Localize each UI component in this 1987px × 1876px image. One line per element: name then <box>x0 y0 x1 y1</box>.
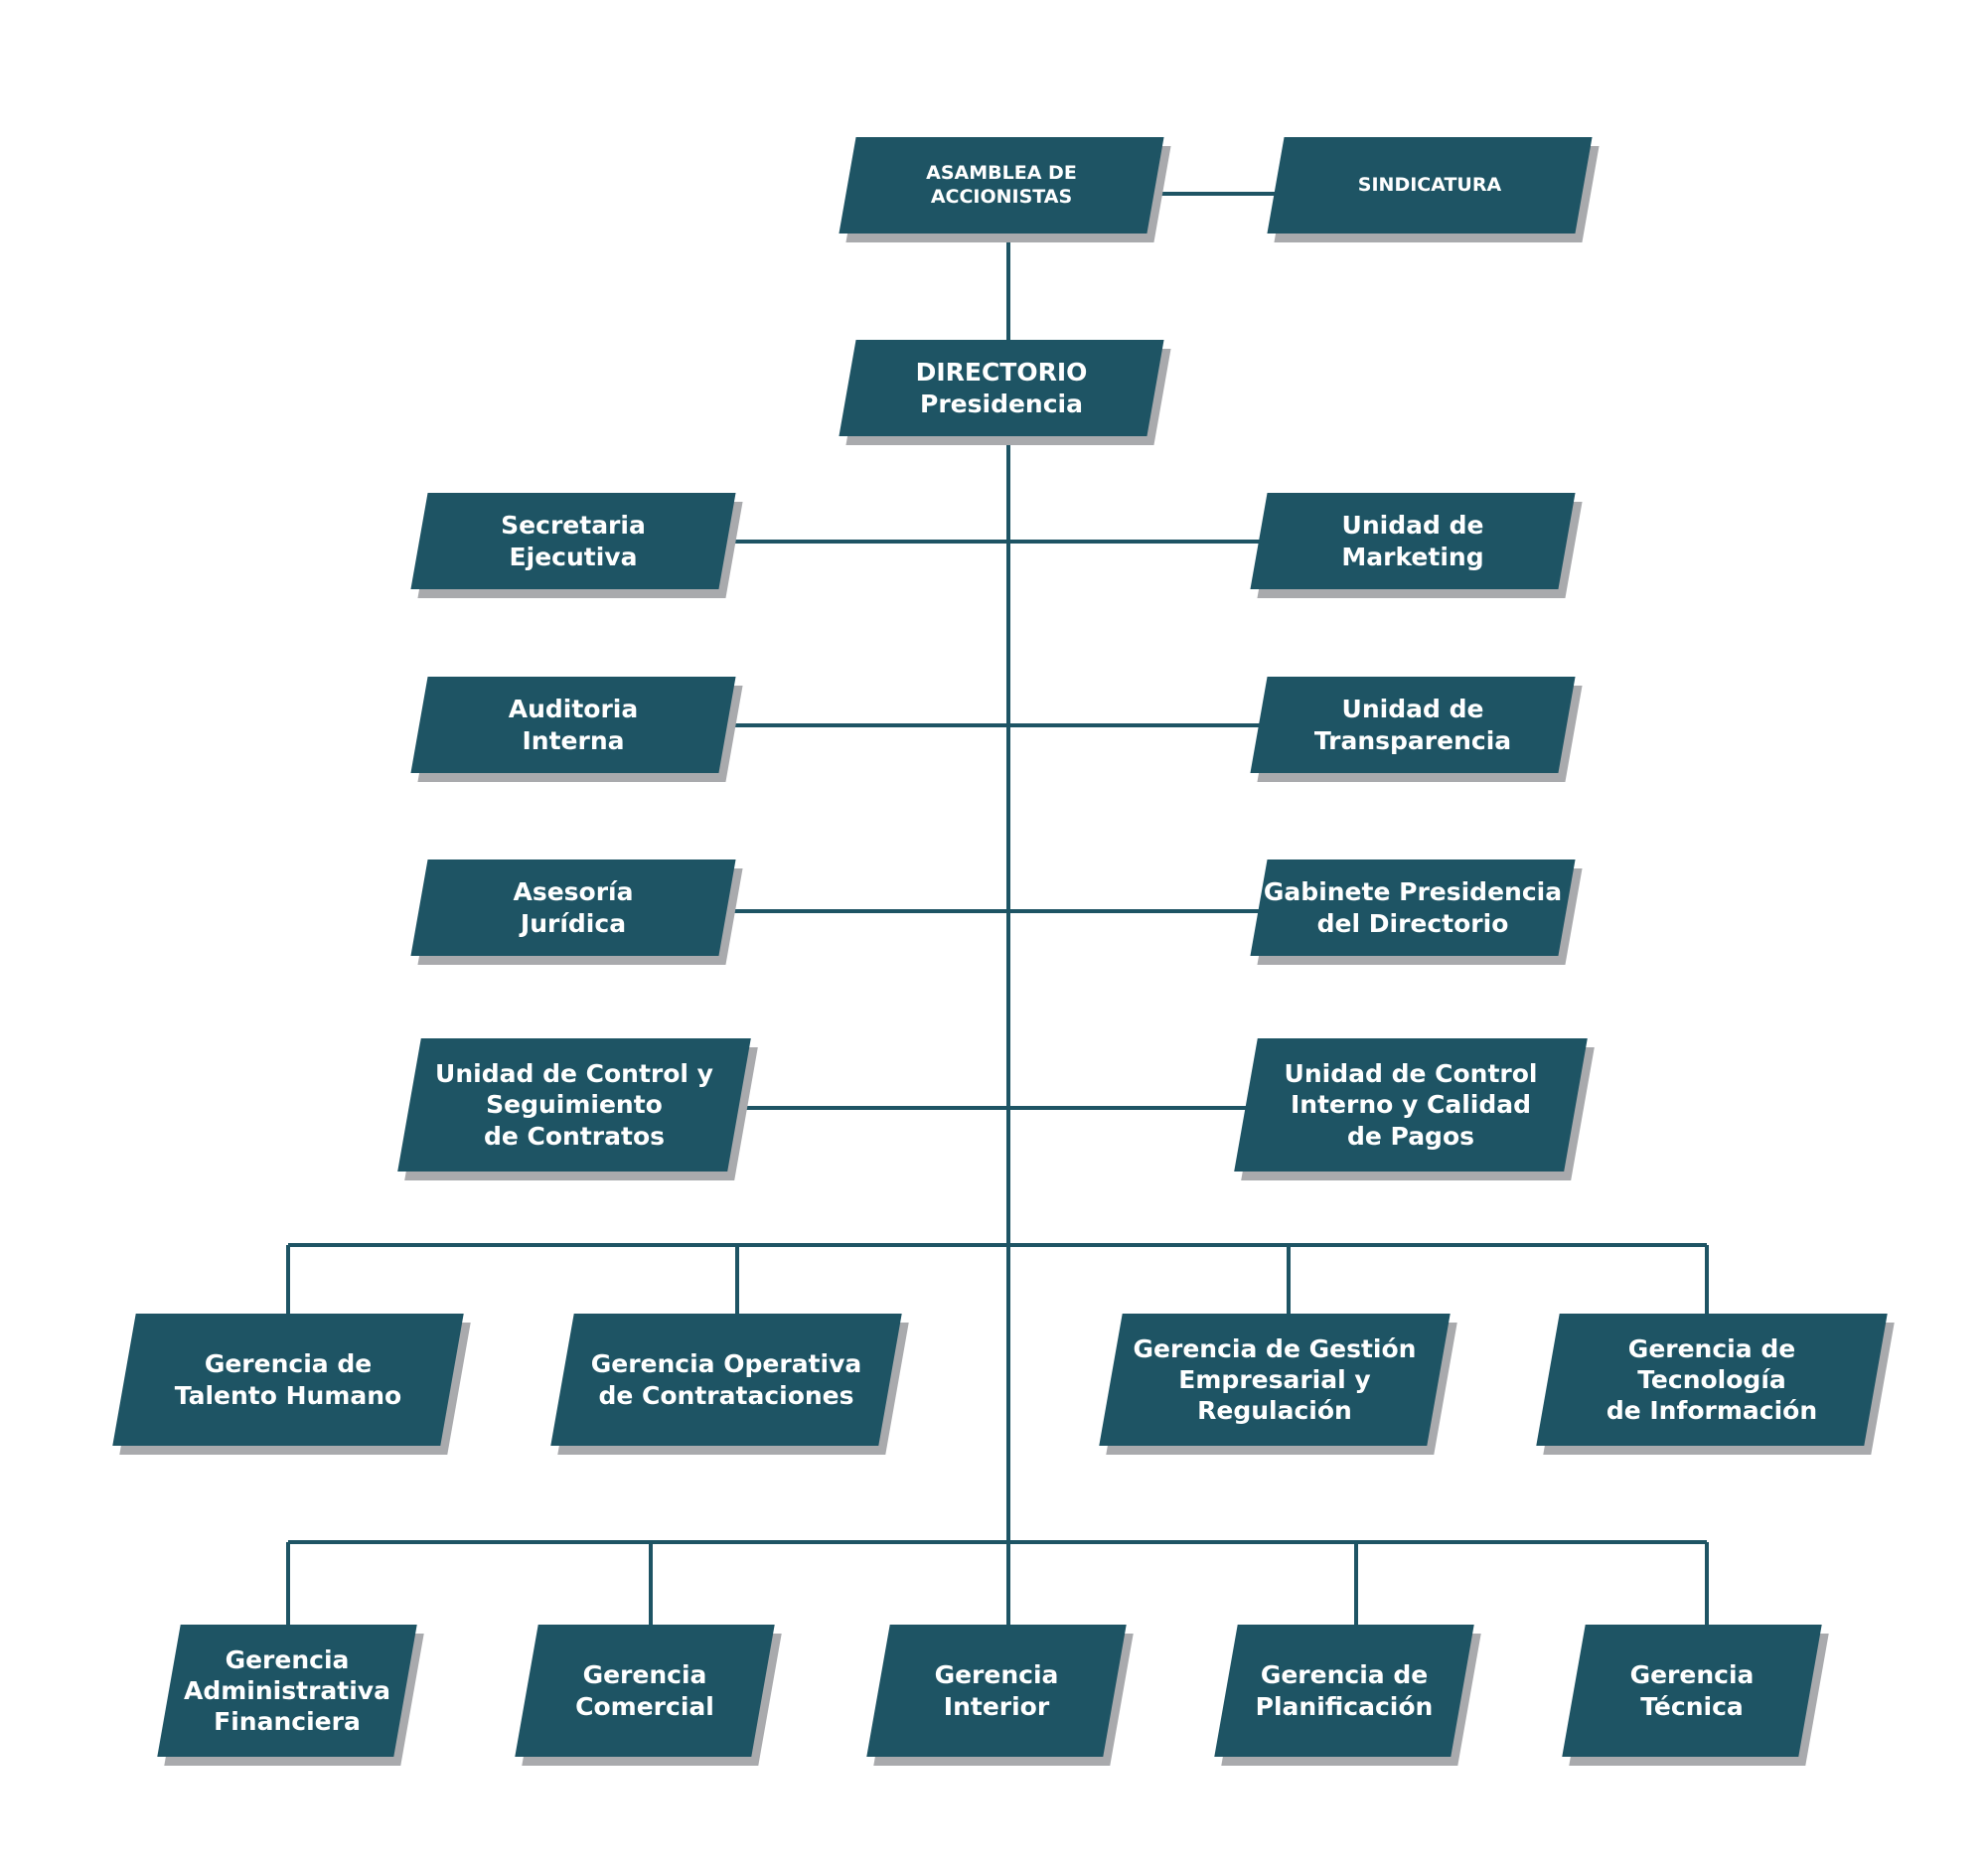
node-secretaria: Secretaria Ejecutiva <box>410 493 743 598</box>
node-control-pagos-label: Unidad de Control Interno y Calidad de P… <box>1284 1059 1538 1151</box>
node-transparencia: Unidad de Transparencia <box>1250 677 1583 782</box>
node-talento-label: Gerencia de Talento Humano <box>174 1349 402 1410</box>
node-asesoria: Asesoría Jurídica <box>410 860 743 965</box>
node-marketing: Unidad de Marketing <box>1250 493 1583 598</box>
node-tecnica: Gerencia Técnica <box>1562 1625 1829 1766</box>
node-gestion: Gerencia de Gestión Empresarial y Regula… <box>1099 1314 1457 1455</box>
node-directorio-label: DIRECTORIO Presidencia <box>915 358 1088 418</box>
node-directorio: DIRECTORIO Presidencia <box>839 340 1171 445</box>
node-planificacion-label: Gerencia de Planificación <box>1255 1660 1434 1721</box>
node-control-pagos: Unidad de Control Interno y Calidad de P… <box>1234 1038 1595 1180</box>
node-contrataciones-label: Gerencia Operativa de Contrataciones <box>590 1349 862 1410</box>
node-tecnica-label: Gerencia Técnica <box>1629 1660 1755 1721</box>
node-transparencia-label: Unidad de Transparencia <box>1313 695 1512 755</box>
node-asesoria-label: Asesoría Jurídica <box>513 877 634 938</box>
node-administrativa: Gerencia Administrativa Financiera <box>157 1625 424 1766</box>
node-contrataciones: Gerencia Operativa de Contrataciones <box>550 1314 909 1455</box>
node-talento: Gerencia de Talento Humano <box>112 1314 471 1455</box>
node-control-contratos-label: Unidad de Control y Seguimiento de Contr… <box>435 1059 713 1151</box>
node-comercial-label: Gerencia Comercial <box>575 1660 714 1721</box>
node-sindicatura-label: SINDICATURA <box>1357 173 1502 196</box>
node-gestion-label: Gerencia de Gestión Empresarial y Regula… <box>1133 1333 1417 1426</box>
node-asamblea-label: ASAMBLEA DE ACCIONISTAS <box>926 161 1077 208</box>
node-auditoria: Auditoria Interna <box>410 677 743 782</box>
node-comercial: Gerencia Comercial <box>515 1625 782 1766</box>
node-sindicatura: SINDICATURA <box>1267 137 1600 242</box>
node-planificacion: Gerencia de Planificación <box>1214 1625 1481 1766</box>
node-gabinete-label: Gabinete Presidencia del Directorio <box>1263 877 1563 938</box>
node-gabinete: Gabinete Presidencia del Directorio <box>1250 860 1583 965</box>
node-auditoria-label: Auditoria Interna <box>508 695 639 755</box>
node-asamblea: ASAMBLEA DE ACCIONISTAS <box>839 137 1171 242</box>
node-interior-label: Gerencia Interior <box>934 1660 1059 1721</box>
node-tecnologia-label: Gerencia de Tecnología de Información <box>1605 1333 1818 1426</box>
node-tecnologia: Gerencia de Tecnología de Información <box>1536 1314 1895 1455</box>
node-marketing-label: Unidad de Marketing <box>1341 511 1484 571</box>
node-secretaria-label: Secretaria Ejecutiva <box>501 511 646 571</box>
node-administrativa-label: Gerencia Administrativa Financiera <box>184 1644 390 1737</box>
node-control-contratos: Unidad de Control y Seguimiento de Contr… <box>397 1038 758 1180</box>
node-interior: Gerencia Interior <box>866 1625 1134 1766</box>
